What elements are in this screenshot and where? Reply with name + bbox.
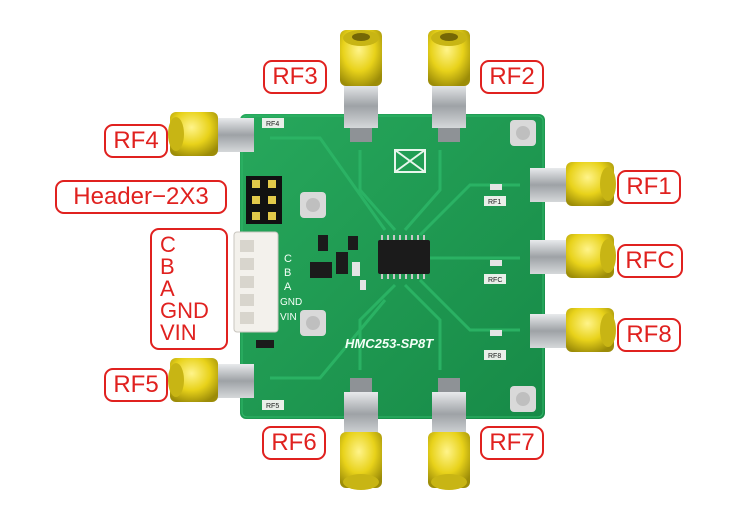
pin-header-2x3 (246, 176, 282, 224)
silk-gnd: GND (280, 297, 302, 308)
silk-chip-name: HMC253-SP8T (345, 336, 434, 351)
silk-a: A (284, 281, 292, 293)
label-rf7: RF7 (480, 426, 544, 460)
control-pin-labels: C B A GND VIN (150, 228, 228, 350)
control-connector (233, 231, 279, 333)
pin-label-c: C (160, 232, 176, 257)
label-rf6: RF6 (262, 426, 326, 460)
label-rfc: RFC (617, 244, 683, 278)
sma-rf1 (530, 162, 616, 206)
rf-traces (270, 136, 520, 380)
label-rf3: RF3 (263, 60, 327, 94)
sma-rf7 (428, 378, 470, 490)
label-rf1: RF1 (617, 170, 681, 204)
label-rf2: RF2 (480, 60, 544, 94)
sma-rf6 (340, 378, 382, 490)
silk-rf8: RF8 (488, 353, 501, 360)
label-rf4: RF4 (104, 124, 168, 158)
silk-vin: VIN (280, 312, 297, 323)
sma-rf3 (340, 30, 382, 142)
sma-rfc (530, 234, 616, 278)
pin-label-b: B (160, 254, 175, 279)
label-rf8: RF8 (617, 318, 681, 352)
pin-label-gnd: GND (160, 298, 209, 323)
silk-rf5: RF5 (266, 403, 279, 410)
sma-rf4 (168, 112, 254, 156)
silk-rf4: RF4 (266, 121, 279, 128)
pin-label-vin: VIN (160, 320, 197, 345)
switch-ic (378, 240, 430, 274)
silk-b: B (284, 267, 291, 279)
silk-rf1: RF1 (488, 199, 501, 206)
silk-c: C (284, 253, 292, 265)
sma-rf2 (428, 30, 470, 142)
sma-rf8 (530, 308, 616, 352)
silk-rfc: RFC (488, 277, 502, 284)
sma-rf5 (168, 358, 254, 402)
label-header: Header−2X3 (55, 180, 227, 214)
label-rf5: RF5 (104, 368, 168, 402)
weee-mark (394, 149, 426, 173)
pin-label-a: A (160, 276, 175, 301)
